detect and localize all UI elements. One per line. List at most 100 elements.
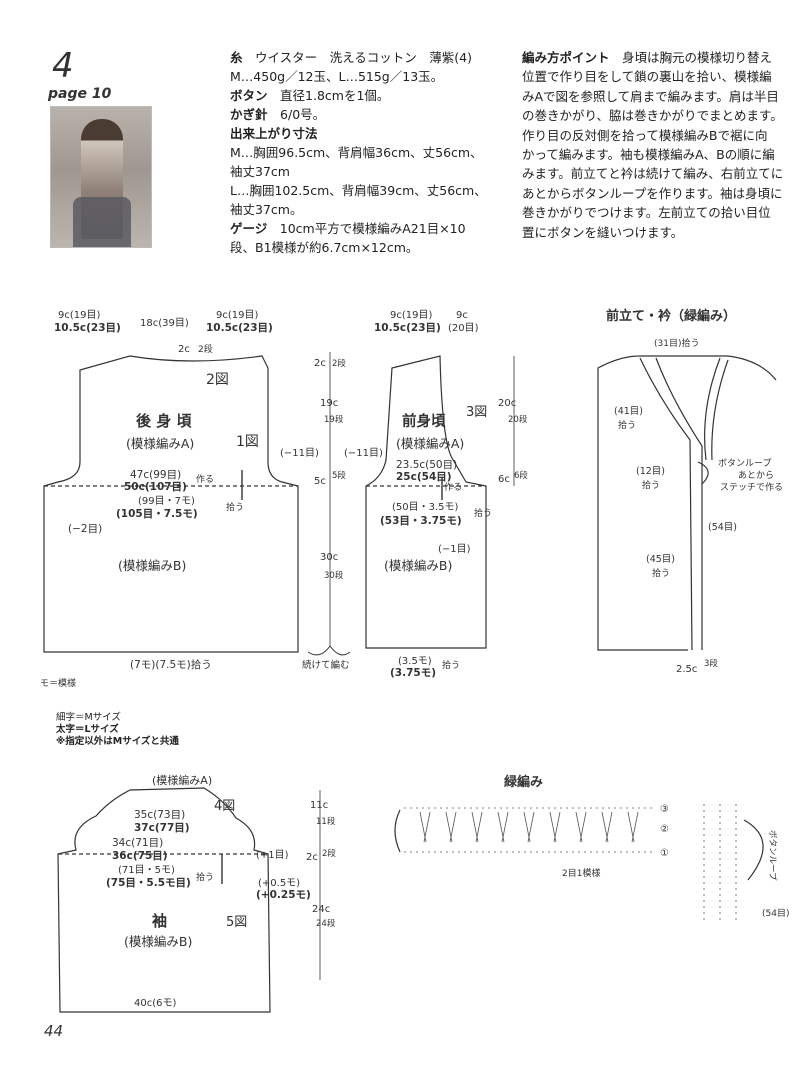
spec-yarn-amount: M…450g／12玉、L…515g／13玉。 bbox=[230, 69, 444, 84]
page-reference: page 10 bbox=[48, 86, 112, 102]
sleeve-mid-m: 34c(71目) bbox=[112, 837, 163, 849]
front-pick-m: (50目・3.5モ) bbox=[392, 502, 459, 513]
back-top-mid: 18c(39目) bbox=[140, 318, 189, 329]
front-side-20c: 20c bbox=[498, 398, 516, 409]
back-hem: (7モ)(7.5モ)拾う bbox=[130, 658, 212, 671]
sleeve-pick-l: (75目・5.5モ目) bbox=[106, 877, 191, 889]
collar-edge-2 bbox=[711, 359, 729, 461]
dim-19c: 19c bbox=[320, 398, 338, 409]
points-line: 置にボタンを縫いつけます。 bbox=[522, 224, 684, 240]
front-body-outline bbox=[365, 355, 487, 649]
sleeve-plus025: (+0.25モ) bbox=[256, 889, 311, 901]
points-line: の巻きかがり、脇は巻きかがりでまとめます。 bbox=[522, 108, 783, 124]
sleeve-r11r: 11段 bbox=[316, 816, 336, 827]
dim-5c: 5c bbox=[314, 476, 326, 487]
edging-columns bbox=[703, 804, 737, 924]
sleeve-r24r: 24段 bbox=[316, 918, 336, 929]
back-body-outline bbox=[43, 355, 299, 653]
front-pattern-a: (模様編みA) bbox=[396, 436, 464, 451]
band-shoulder bbox=[597, 355, 777, 381]
back-top-left-m: 9c(19目) bbox=[58, 310, 100, 321]
edging-loop-curve bbox=[743, 819, 764, 881]
sleeve-pick-m: (71目・5モ) bbox=[118, 865, 175, 876]
band-edge-outer bbox=[655, 357, 703, 650]
note-common: ※指定以外はMサイズと共通 bbox=[56, 736, 179, 747]
dim-continue: 続けて編む bbox=[302, 659, 350, 671]
front-title: 前身頃 bbox=[402, 412, 446, 430]
spec-yarn: 糸 ウイスター 洗えるコットン 薄紫(4) bbox=[230, 50, 472, 65]
back-chain-m: 47c(99目) bbox=[130, 469, 181, 481]
sleeve-mid-l: 36c(75目) bbox=[112, 850, 168, 862]
back-title: 後 身 頃 bbox=[135, 412, 192, 430]
band-right54: (54目) bbox=[708, 522, 737, 533]
diagram-labels: 9c(19目) 10.5c(23目) 18c(39目) 9c(19目) 10.5… bbox=[40, 308, 789, 1009]
front-minus1: (−1目) bbox=[438, 544, 471, 555]
front-pattern-b: (模様編みB) bbox=[384, 558, 452, 573]
note-thin: 細字＝Mサイズ bbox=[56, 712, 121, 723]
sleeve-cap-l: 37c(77目) bbox=[134, 822, 190, 834]
back-armhole-dec: (−11目) bbox=[280, 448, 319, 459]
front-top-m: 9c(19目) bbox=[390, 310, 432, 321]
front-hem-pick: 拾う bbox=[442, 659, 460, 671]
border-row1: ① bbox=[660, 848, 669, 859]
sleeve-plus05: (+0.5モ) bbox=[258, 878, 300, 889]
spec-size-l: L…胸囲102.5cm、背肩幅39cm、丈56cm、 bbox=[230, 183, 487, 198]
stitch-columns bbox=[419, 811, 635, 843]
front-hem-l: (3.75モ) bbox=[390, 667, 436, 679]
back-neck-depth: 2c bbox=[178, 344, 190, 355]
band-bottom-c: 2.5c bbox=[676, 664, 697, 675]
page-number: 44 bbox=[44, 1022, 64, 1040]
dim-2r: 2段 bbox=[332, 358, 346, 369]
back-pick-l: (105目・7.5モ) bbox=[116, 508, 198, 520]
front-side-6c: 6c bbox=[498, 474, 510, 485]
back-fig2: 2図 bbox=[206, 372, 229, 388]
dim-30c: 30c bbox=[320, 552, 338, 563]
pattern-number: 4 bbox=[52, 46, 74, 86]
front-top-right-r: (20目) bbox=[448, 323, 479, 334]
band-left41p: 拾う bbox=[618, 419, 636, 431]
knitting-points: 編み方ポイント 身頃は胸元の模様切り替え 位置で作り目をして鎖の裏山を拾い、模様… bbox=[522, 48, 784, 242]
front-pick-l: (53目・3.75モ) bbox=[380, 515, 462, 527]
spec-gauge-2: 段、B1模様が約6.7cm×12cm。 bbox=[230, 240, 419, 255]
sleeve-r24c: 24c bbox=[312, 904, 330, 915]
edging-turn bbox=[394, 809, 401, 853]
spec-size-label: 出来上がり寸法 bbox=[230, 126, 318, 141]
border-loop: ボタンループ bbox=[767, 830, 777, 881]
points-line: 巻きかがりでつけます。左前立ての拾い目位 bbox=[522, 205, 771, 221]
front-top-l: 10.5c(23目) bbox=[374, 322, 441, 334]
continue-arrows bbox=[307, 645, 351, 656]
front-fig3: 3図 bbox=[466, 405, 487, 420]
sleeve-title: 袖 bbox=[152, 912, 167, 930]
sleeve-bottom: 40c(6モ) bbox=[134, 998, 176, 1009]
back-pattern-a: (模様編みA) bbox=[126, 436, 194, 451]
points-line: 位置で作り目をして鎖の裏山を拾い、模様編 bbox=[522, 69, 772, 85]
spec-size-l-2: 袖丈37cm。 bbox=[230, 202, 303, 217]
moyou-note: モ＝模様 bbox=[40, 677, 76, 689]
spec-size-m-2: 袖丈37cm bbox=[230, 164, 290, 179]
model-photo bbox=[50, 106, 152, 248]
back-neck-rows: 2段 bbox=[198, 343, 213, 355]
band-left45: (45目) bbox=[646, 554, 675, 565]
points-line: みAで図を参照して肩まで編みます。肩は半目 bbox=[522, 88, 779, 104]
band-left41: (41目) bbox=[614, 406, 643, 417]
back-top-left-l: 10.5c(23目) bbox=[54, 322, 121, 334]
points-line: かって編みます。袖も模様編みA、Bの順に編 bbox=[522, 147, 775, 163]
points-line: 編み方ポイント 身頃は胸元の模様切り替え bbox=[522, 50, 773, 65]
front-side-6r: 6段 bbox=[514, 470, 528, 481]
stitch-columns-2 bbox=[423, 811, 639, 843]
back-top-right-l: 10.5c(23目) bbox=[206, 322, 273, 334]
sleeve-fig5: 5図 bbox=[226, 915, 247, 930]
band-bottom-r: 3段 bbox=[704, 658, 718, 669]
sleeve-r2r: 2段 bbox=[322, 848, 336, 859]
back-fig1: 1図 bbox=[236, 434, 259, 450]
border-title: 緑編み bbox=[504, 774, 543, 790]
dim-30r: 30段 bbox=[324, 570, 344, 581]
back-pick-label: 拾う bbox=[226, 501, 244, 513]
border-row2: ② bbox=[660, 824, 669, 835]
stitch-rows bbox=[404, 807, 654, 853]
band-loop-2: あとから bbox=[738, 470, 774, 481]
back-minus2: (−2目) bbox=[68, 523, 102, 535]
front-armhole-dec: (−11目) bbox=[344, 448, 383, 459]
sleeve-cap-m: 35c(73目) bbox=[134, 809, 185, 821]
front-pick-label: 拾う bbox=[474, 507, 492, 519]
